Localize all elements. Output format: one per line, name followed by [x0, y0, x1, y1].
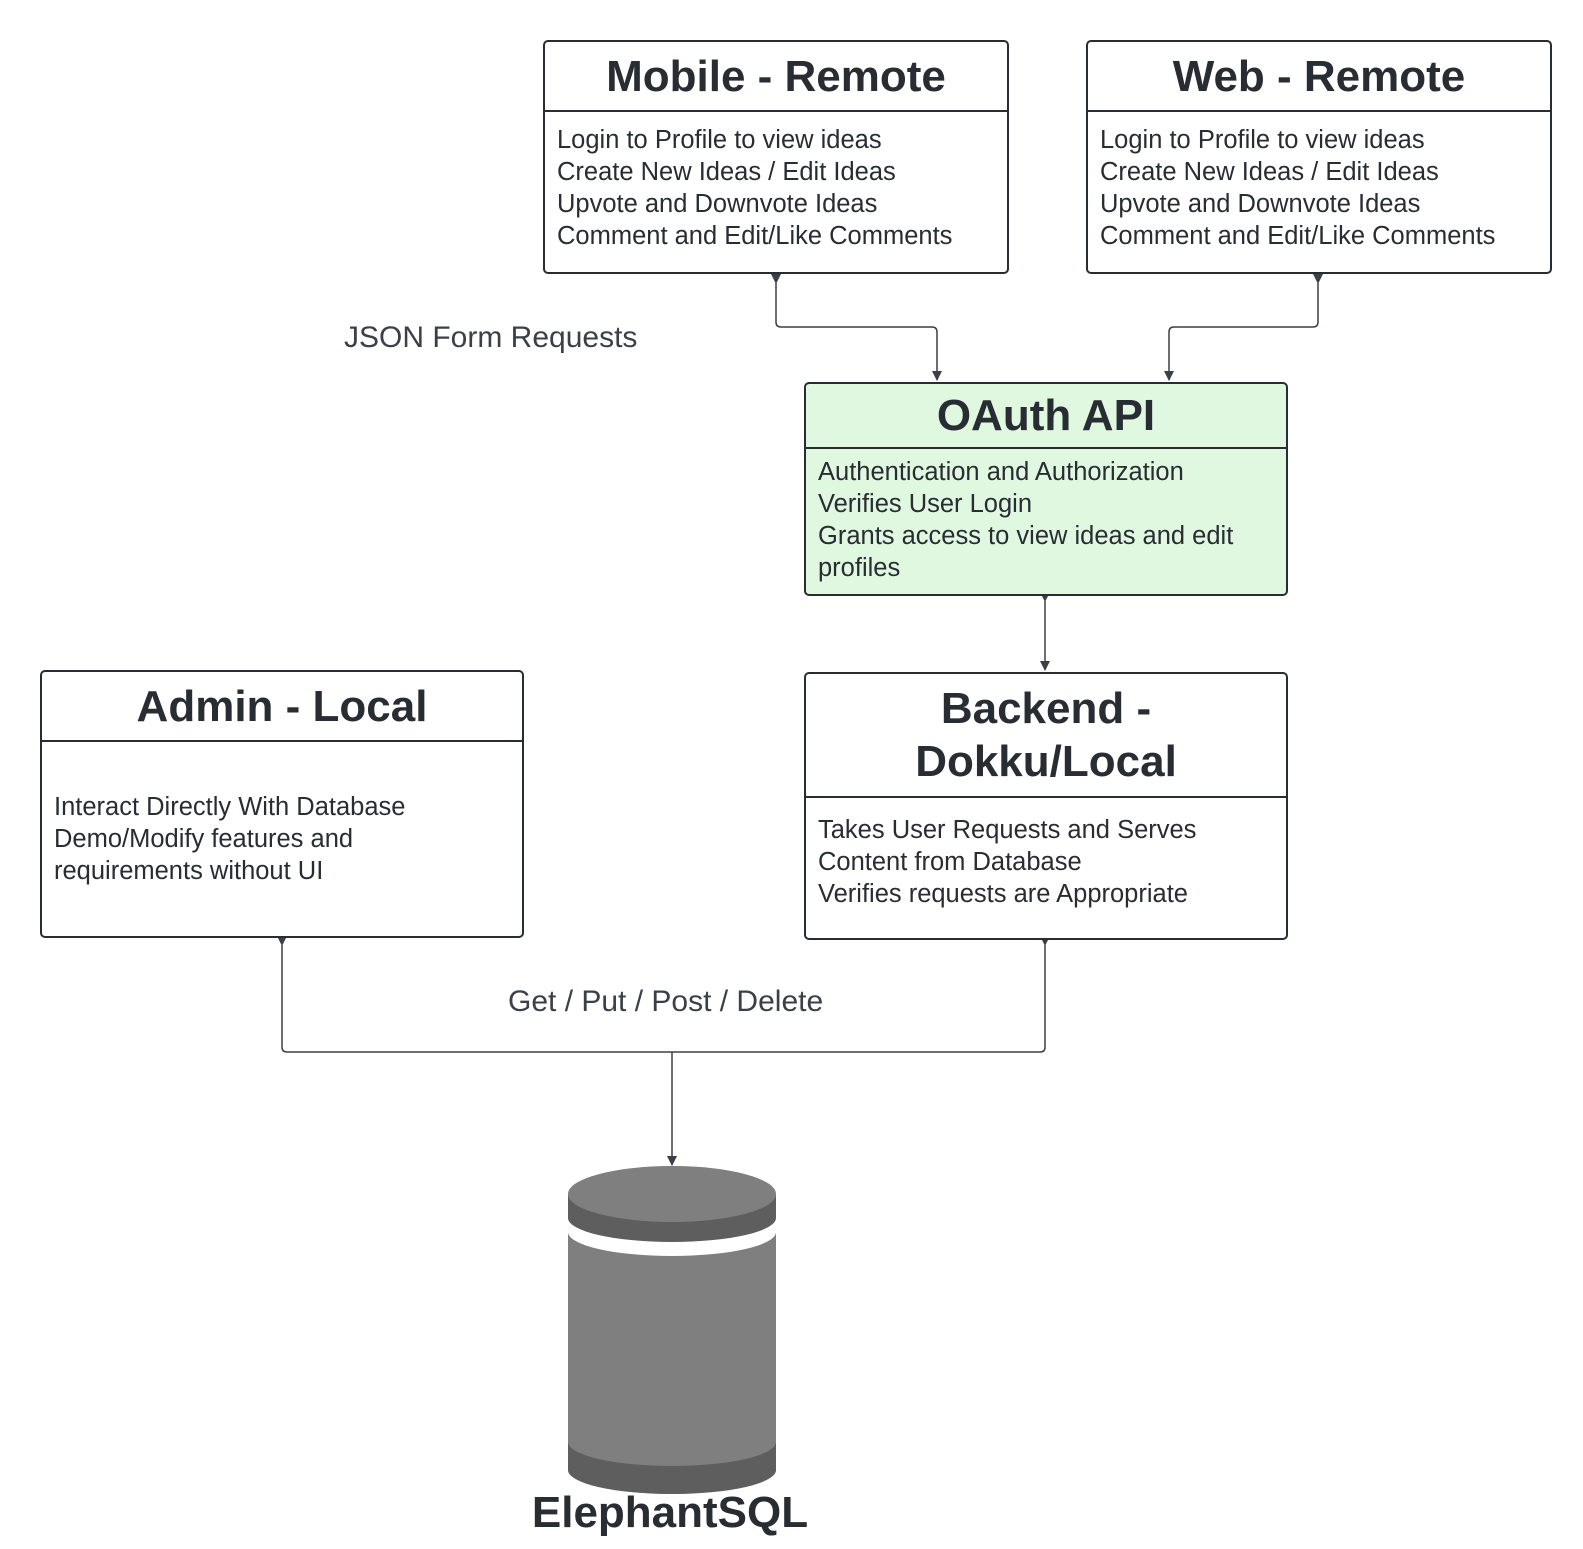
node-body: Takes User Requests and Serves Content f…	[806, 798, 1286, 938]
node-title: OAuth API	[806, 384, 1286, 449]
node-line: Verifies User Login	[818, 490, 1033, 518]
node-line: Demo/Modify features and requirements wi…	[54, 825, 354, 885]
node-line: Login to Profile to view ideas	[1100, 126, 1425, 154]
connector-mobile-oauth	[771, 274, 942, 381]
node-title: Web - Remote	[1088, 42, 1550, 112]
node-line: Authentication and Authorization	[818, 458, 1184, 486]
admin-local-node[interactable]: Admin - Local Interact Directly With Dat…	[40, 670, 524, 938]
node-line: Upvote and Downvote Ideas	[1100, 190, 1421, 218]
web-remote-node[interactable]: Web - Remote Login to Profile to view id…	[1086, 40, 1552, 274]
backend-node[interactable]: Backend - Dokku/Local Takes User Request…	[804, 672, 1288, 940]
node-body: Login to Profile to view ideas Create Ne…	[545, 112, 1007, 272]
edge-label-crud: Get / Put / Post / Delete	[508, 985, 824, 1018]
node-title: Admin - Local	[42, 672, 522, 742]
node-line: Login to Profile to view ideas	[557, 126, 882, 154]
node-body: Login to Profile to view ideas Create Ne…	[1088, 112, 1550, 272]
node-line: Comment and Edit/Like Comments	[557, 222, 953, 250]
node-body: Interact Directly With Database Demo/Mod…	[42, 742, 522, 936]
connector-admin-bus	[277, 936, 672, 1053]
oauth-api-node[interactable]: OAuth API Authentication and Authorizati…	[804, 382, 1288, 596]
node-title: Mobile - Remote	[545, 42, 1007, 112]
node-line: Create New Ideas / Edit Ideas	[557, 158, 896, 186]
connector-web-oauth	[1164, 274, 1323, 381]
database-cylinder-icon	[568, 1166, 776, 1494]
database-label: ElephantSQL	[531, 1488, 809, 1537]
connector-backend-bus	[672, 936, 1050, 1053]
node-line: Upvote and Downvote Ideas	[557, 190, 878, 218]
node-title: Backend - Dokku/Local	[806, 674, 1286, 798]
node-line: Takes User Requests and Serves Content f…	[818, 816, 1197, 876]
mobile-remote-node[interactable]: Mobile - Remote Login to Profile to view…	[543, 40, 1009, 274]
node-body: Authentication and Authorization Verifie…	[806, 449, 1286, 594]
node-line: Comment and Edit/Like Comments	[1100, 222, 1496, 250]
node-line: Verifies requests are Appropriate	[818, 880, 1188, 908]
node-line: Create New Ideas / Edit Ideas	[1100, 158, 1439, 186]
node-line: Grants access to view ideas and edit pro…	[818, 522, 1234, 582]
edge-label-json-requests: JSON Form Requests	[344, 321, 638, 354]
node-line: Interact Directly With Database	[54, 793, 406, 821]
